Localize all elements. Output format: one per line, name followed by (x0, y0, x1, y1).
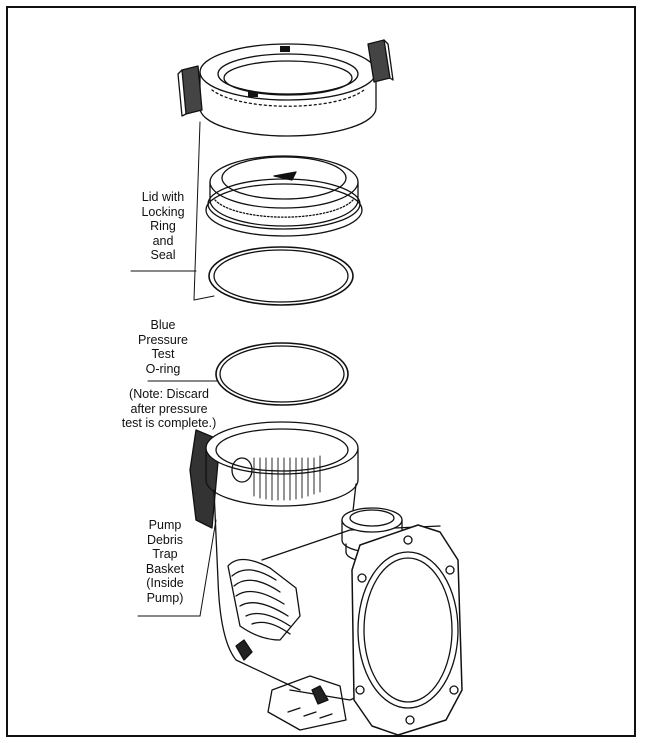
pressure-test-oring (215, 342, 349, 406)
seal-ring (208, 246, 354, 306)
leader-lines (130, 121, 219, 617)
pump-body (189, 421, 463, 736)
lid-label: Lid with Locking Ring and Seal (141, 190, 185, 262)
diagram-frame (6, 6, 636, 737)
locking-ring-left-handle (177, 65, 203, 117)
oring-label: Blue Pressure Test O-ring (137, 318, 189, 376)
locking-ring (177, 39, 394, 137)
oring-note: (Note: Discard after pressure test is co… (121, 387, 217, 430)
basket-label: Pump Debris Trap Basket (Inside Pump) (145, 518, 185, 605)
lid (205, 155, 363, 237)
locking-ring-right-handle (367, 39, 394, 83)
lid-bracket-line (193, 121, 201, 301)
diffuser-fins (227, 558, 301, 641)
